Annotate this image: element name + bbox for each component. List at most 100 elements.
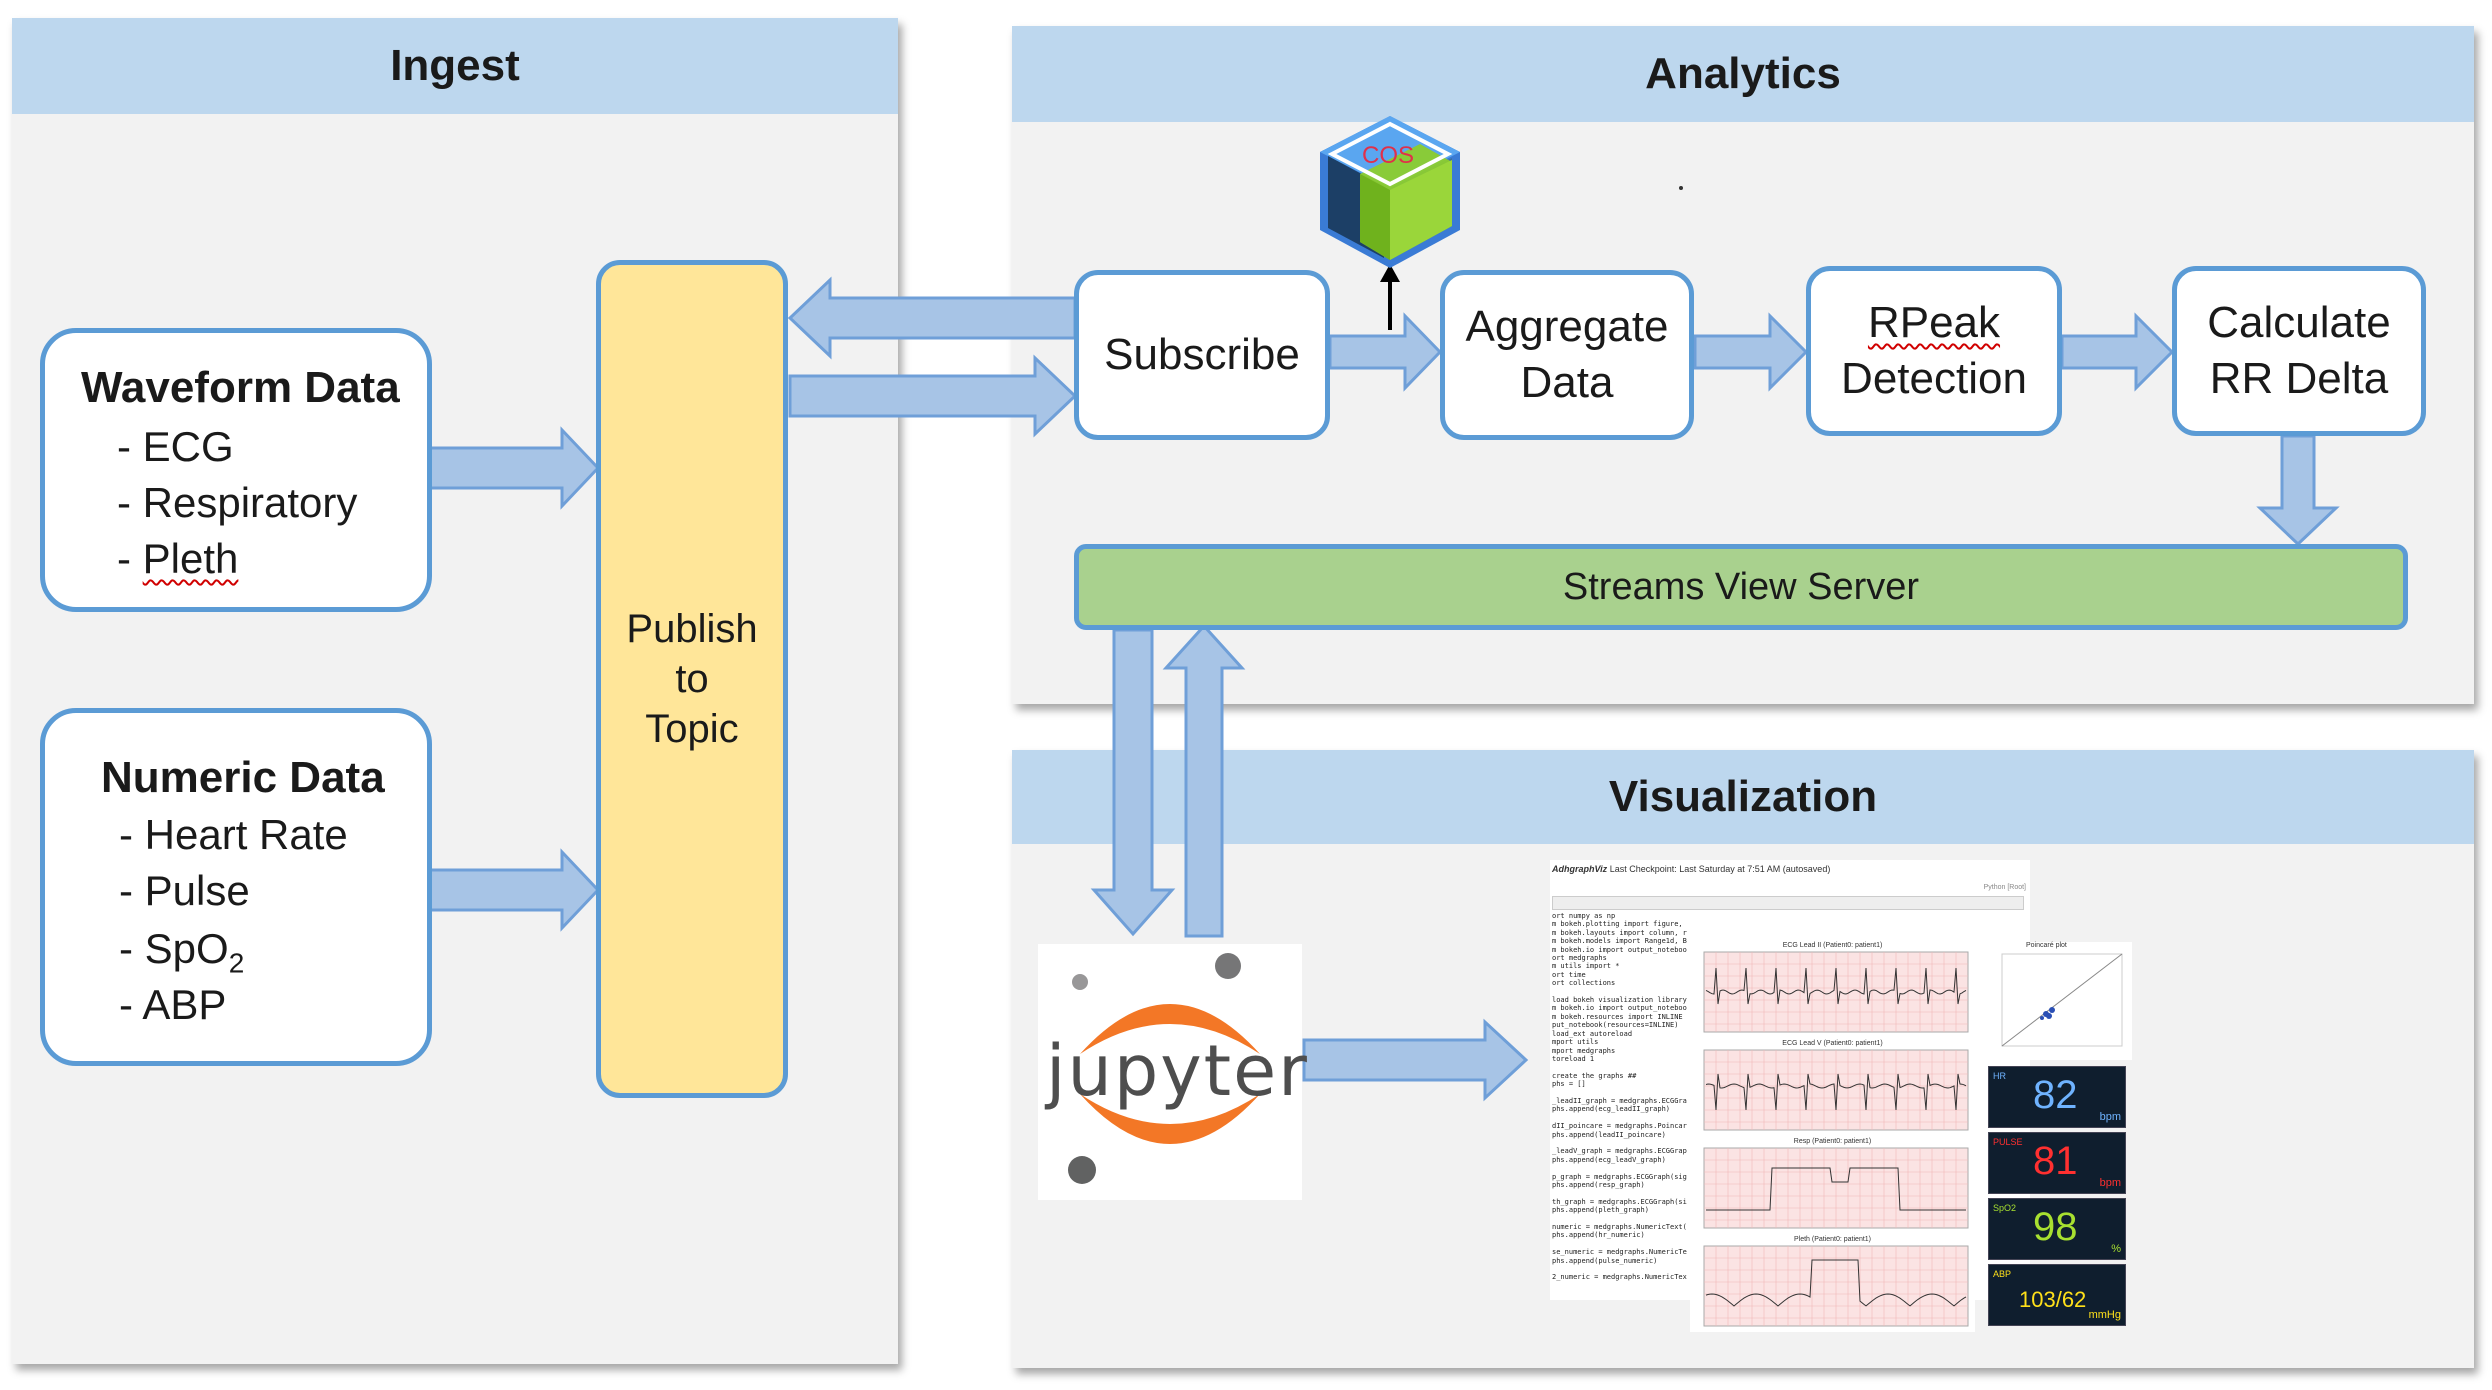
vital-label: HR [1993,1071,2006,1081]
visualization-header: Visualization [1012,750,2474,844]
vital-unit: bpm [2099,1111,2121,1123]
code-line [1552,1240,1687,1248]
rr-line-2: RR Delta [2209,354,2389,403]
aggregate-line-2: Data [1520,358,1614,407]
code-line: numeric = medgraphs.NumericText(si [1552,1223,1687,1232]
jupyter-logo: jupyter [1038,944,1307,1200]
code-line: phs = [] [1552,1080,1586,1089]
poincare-panel: Poincaré plot [1982,942,2132,1060]
arrow-numeric-to-publish [428,848,601,932]
code-line: _leadII_graph = medgraphs.ECGGraph( [1552,1096,1687,1105]
arrow-rr-to-server [2256,434,2340,547]
rpeak-detection-box: RPeak Detection [1806,266,2062,436]
code-line: toreload 1 [1552,1054,1595,1063]
code-line: m utils import * [1552,962,1620,971]
numeric-item-pulse: - Pulse [119,867,250,914]
code-line: create the graphs ## [1552,1071,1637,1080]
arrow-aggregate-to-rpeak [1693,312,1809,392]
vital-value: 103/62 [2019,1287,2087,1312]
arrow-subscribe-to-publish [787,276,1077,360]
jupyter-orbit-icon [1068,953,1260,1184]
code-line: phs.append(pleth_graph) [1552,1206,1649,1215]
streams-view-server-bar: Streams View Server [1074,544,2408,630]
numeric-data-box: Numeric Data - Heart Rate - Pulse - SpO2… [40,708,432,1066]
waveform-chart-plot [1703,1049,1969,1131]
vital-label: ABP [1993,1269,2012,1279]
code-line: se_numeric = medgraphs.NumericText( [1552,1248,1687,1257]
code-line: phs.append(resp_graph) [1552,1181,1645,1189]
analytics-header: Analytics [1012,26,2474,122]
code-line: ort medgraphs [1552,954,1607,963]
code-line [1552,1114,1687,1122]
code-line: ort time [1552,970,1586,979]
waveform-chart-plot [1703,1147,1969,1229]
dashboard-screenshot: AdhgraphViz Last Checkpoint: Last Saturd… [1550,860,2145,1332]
numeric-item-abp: - ABP [119,981,227,1028]
code-line: m bokeh.plotting import figure, show [1552,920,1687,929]
code-line: _leadV_graph = medgraphs.ECGGraph(si [1552,1147,1687,1156]
waveform-chart-plot [1703,1245,1969,1327]
waveform-chart: Pleth (Patient0: patient1) [1690,1236,1975,1332]
arrow-waveform-to-publish [428,426,601,510]
code-line: dII_poincare = medgraphs.PoincareGr [1552,1122,1687,1131]
arrow-jupyter-to-dashboard [1302,1018,1529,1102]
calculate-rr-delta-box: Calculate RR Delta [2172,266,2426,436]
code-line: th_graph = medgraphs.ECGGraph(signa [1552,1197,1687,1206]
code-line: m bokeh.io import output_notebook, [1552,945,1687,954]
code-line [1552,1139,1687,1147]
arrow-jupyter-to-server [1162,623,1246,938]
poincare-plot [2001,953,2123,1047]
code-line: phs.append(leadII_poincare) [1552,1130,1666,1139]
jupyter-label: jupyter [1046,1030,1309,1112]
publish-to-topic-box: Publish to Topic [596,260,788,1098]
code-line [1552,1089,1687,1097]
code-line: phs.append(pulse_numeric) [1552,1256,1658,1265]
numeric-title: Numeric Data [101,753,385,802]
code-line: m bokeh.io import output_notebook, [1552,1004,1687,1013]
vital-unit: mmHg [2088,1309,2121,1321]
code-line: load_ext autoreload [1552,1029,1633,1038]
code-line: ort numpy as np [1552,912,1616,920]
arrow-subscribe-to-aggregate [1328,312,1443,392]
waveform-chart: ECG Lead V (Patient0: patient1) [1690,1040,1975,1136]
rpeak-line-1: RPeak [1867,298,2001,347]
numeric-item-spo2: - SpO2 [119,925,245,979]
arrow-rpeak-to-rr [2060,312,2175,392]
waveform-charts: ECG Lead II (Patient0: patient1)ECG Lead… [1690,942,1975,1332]
waveform-title: Waveform Data [81,363,400,412]
code-line: p_graph = medgraphs.ECGGraph(signal [1552,1172,1687,1181]
code-line: phs.append(ecg_leadV_graph) [1552,1155,1666,1164]
numeric-item-heart-rate: - Heart Rate [119,811,348,858]
vital-unit: bpm [2099,1177,2121,1189]
waveform-item-respiratory: - Respiratory [117,479,358,526]
arrow-server-to-jupyter [1090,628,1176,937]
code-line: m bokeh.resources import INLINE [1552,1012,1683,1021]
waveform-data-box: Waveform Data - ECG - Respiratory - Plet… [40,328,432,612]
waveform-item-ecg: - ECG [117,423,234,470]
notebook-kernel: Python [Root] [1983,884,2026,891]
code-line: load bokeh visualization library [1552,996,1687,1005]
cos-label: COS [1362,142,1415,169]
subscribe-label: Subscribe [1104,330,1300,379]
publish-line-3: Topic [645,707,739,751]
code-line [1552,1063,1687,1071]
code-line: m bokeh.models import Range1d, BasicTick… [1552,937,1687,946]
waveform-chart-plot [1703,951,1969,1033]
code-line: phs.append(ecg_leadII_graph) [1552,1105,1671,1114]
vital-value: 82 [2033,1073,2078,1117]
ingest-header: Ingest [12,18,898,114]
notebook-checkpoint: Last Checkpoint: Last Saturday at 7:51 A… [1609,864,1831,874]
waveform-chart-title: Resp (Patient0: patient1) [1793,1138,1872,1145]
vital-tile: HR 82 bpm [1988,1066,2126,1128]
subscribe-box: Subscribe [1074,270,1330,440]
code-line [1552,988,1687,996]
aggregate-line-1: Aggregate [1465,302,1669,351]
cos-logo: COS [1310,112,1470,272]
vital-label: SpO2 [1993,1203,2017,1213]
poincare-title: Poincaré plot [2026,942,2067,949]
code-line: m bokeh.layouts import column, row, grid… [1552,928,1687,937]
